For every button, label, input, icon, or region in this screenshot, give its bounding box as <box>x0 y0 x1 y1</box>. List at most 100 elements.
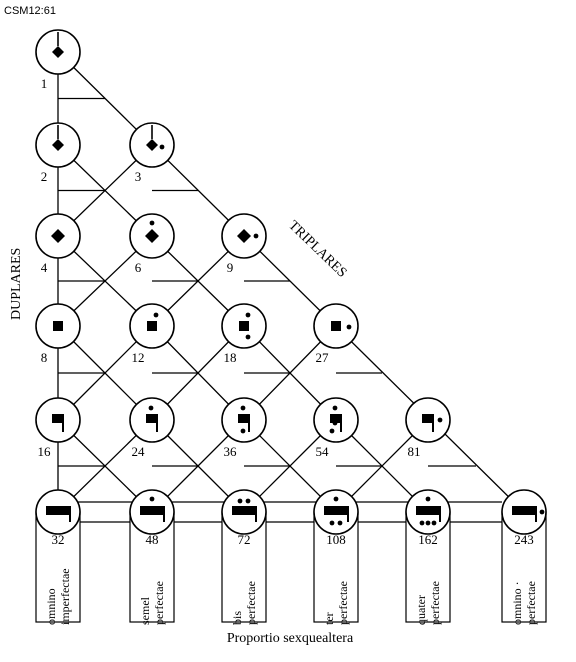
dot-mark <box>240 428 246 434</box>
node-value: 54 <box>316 444 330 459</box>
node-81: 81 <box>405 397 451 459</box>
node-6: 6 <box>129 213 175 275</box>
node-72: 72 <box>221 489 267 547</box>
node-value: 2 <box>41 169 48 184</box>
note-glyph <box>422 414 443 432</box>
column-label-line1: quater <box>414 595 428 625</box>
dot-mark <box>431 520 437 526</box>
note-glyph <box>324 496 349 526</box>
node-16: 16 <box>35 397 81 459</box>
column-label-line2: perfectae <box>152 581 166 625</box>
note-glyph <box>147 312 159 331</box>
dot-mark <box>245 312 251 318</box>
dot-mark <box>333 496 339 502</box>
note-glyph <box>52 125 64 151</box>
dot-mark <box>425 496 431 502</box>
column-label-line2: imperfectae <box>58 568 72 625</box>
node-18: 18 <box>221 303 267 365</box>
node-value: 16 <box>38 444 52 459</box>
note-glyph <box>52 414 64 432</box>
node-162: 162 <box>405 489 451 547</box>
dot-mark <box>159 144 165 150</box>
node-243: 243 <box>501 489 547 547</box>
note-glyph <box>232 498 257 522</box>
node-value: 4 <box>41 260 48 275</box>
column-label-line1: semel <box>138 596 152 625</box>
node-value: 1 <box>41 76 48 91</box>
triplares-axis-line <box>57 51 525 513</box>
note-glyph <box>46 506 71 522</box>
note-glyph <box>237 229 259 243</box>
dot-mark <box>245 498 251 504</box>
node-value: 8 <box>41 350 48 365</box>
note-glyph <box>140 496 165 522</box>
column-label-line1: ter <box>322 612 336 625</box>
node-value: 108 <box>326 532 346 547</box>
dot-mark <box>337 520 343 526</box>
column-label-line2: perfectae <box>524 581 538 625</box>
node-27: 27 <box>313 303 359 365</box>
dot-mark <box>149 496 155 502</box>
node-1: 1 <box>35 29 81 91</box>
node-value: 12 <box>132 350 145 365</box>
node-value: 18 <box>224 350 237 365</box>
node-value: 243 <box>514 532 534 547</box>
note-glyph <box>512 506 545 522</box>
node-value: 72 <box>238 532 251 547</box>
note-glyph <box>53 321 63 331</box>
column-box <box>313 511 359 623</box>
dot-mark <box>237 498 243 504</box>
note-glyph <box>52 32 64 58</box>
node-24: 24 <box>129 397 175 459</box>
note-glyph <box>146 125 165 151</box>
node-3: 3 <box>129 122 175 184</box>
dot-mark <box>329 428 335 434</box>
column-label-line2: perfectae <box>244 581 258 625</box>
dot-mark <box>539 509 545 515</box>
node-4: 4 <box>35 213 81 275</box>
dot-mark <box>332 405 338 411</box>
node-value: 36 <box>224 444 238 459</box>
dot-mark <box>437 417 443 423</box>
column-label-line1: bis <box>230 611 244 625</box>
column-label-line1: omnino <box>44 588 58 625</box>
node-value: 6 <box>135 260 142 275</box>
axis-label-triplares: TRIPLARES <box>285 218 349 281</box>
dot-mark <box>153 312 159 318</box>
dot-mark <box>253 233 259 239</box>
dot-mark <box>329 520 335 526</box>
node-12: 12 <box>129 303 175 365</box>
dot-mark <box>332 420 338 426</box>
axis-label-duplares: DUPLARES <box>9 248 24 320</box>
corner-label: CSM12:61 <box>4 5 56 17</box>
dot-mark <box>245 334 251 340</box>
node-2: 2 <box>35 122 81 184</box>
node-8: 8 <box>35 303 81 365</box>
node-54: 54 <box>313 397 359 459</box>
node-36: 36 <box>221 397 267 459</box>
node-value: 27 <box>316 350 330 365</box>
note-glyph <box>146 405 158 432</box>
column-label-line2: perfectae <box>428 581 442 625</box>
note-glyph <box>239 312 251 340</box>
note-glyph <box>145 220 159 243</box>
dot-mark <box>240 405 246 411</box>
note-glyph <box>416 496 441 526</box>
node-48: 48 <box>129 489 175 547</box>
node-value: 3 <box>135 169 142 184</box>
column-label-line1: omnino · <box>510 581 524 625</box>
dot-mark <box>419 520 425 526</box>
node-value: 162 <box>418 532 438 547</box>
column-label-line2: perfectae <box>336 581 350 625</box>
caption: Proportio sexquealtera <box>227 631 354 646</box>
node-32: 32 <box>35 489 81 547</box>
node-value: 32 <box>52 532 65 547</box>
note-glyph <box>238 405 250 434</box>
note-glyph <box>51 229 65 243</box>
node-value: 24 <box>132 444 146 459</box>
node-108: 108 <box>313 489 359 547</box>
node-9: 9 <box>221 213 267 275</box>
